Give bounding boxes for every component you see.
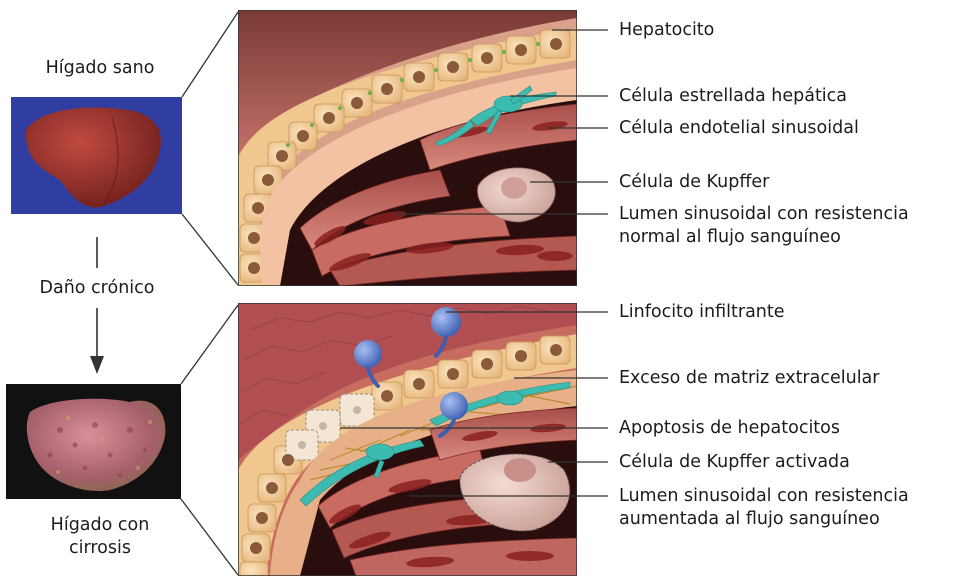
cirrhotic-liver-title-line2: cirrosis — [15, 537, 185, 560]
cirrhotic-liver-photo — [6, 384, 181, 499]
down-arrow — [90, 237, 104, 374]
label-excess-ecm: Exceso de matriz extracelular — [619, 367, 879, 389]
photo-panel-connectors — [181, 12, 238, 575]
label-activated-kupffer: Célula de Kupffer activada — [619, 451, 850, 473]
label-kupffer-cell: Célula de Kupffer — [619, 171, 769, 193]
label-normal-lumen-line1: Lumen sinusoidal con resistencia — [619, 203, 909, 225]
cirrhotic-sinusoid-panel — [238, 303, 577, 579]
label-increased-lumen-line1: Lumen sinusoidal con resistencia — [619, 485, 909, 507]
label-infiltrating-lymphocyte: Linfocito infiltrante — [619, 301, 785, 323]
healthy-liver-title: Hígado sano — [15, 57, 185, 80]
label-stellate-cell: Célula estrellada hepática — [619, 85, 847, 107]
label-increased-lumen-line2: aumentada al flujo sanguíneo — [619, 508, 880, 530]
label-endothelial-cell: Célula endotelial sinusoidal — [619, 117, 859, 139]
label-hepatocyte-apoptosis: Apoptosis de hepatocitos — [619, 417, 840, 439]
label-hepatocyte: Hepatocito — [619, 19, 714, 41]
label-normal-lumen-line2: normal al flujo sanguíneo — [619, 226, 841, 248]
chronic-damage-label: Daño crónico — [12, 277, 182, 300]
healthy-sinusoid-panel — [238, 10, 577, 286]
healthy-liver-photo — [11, 97, 182, 214]
cirrhotic-liver-title-line1: Hígado con — [15, 514, 185, 537]
